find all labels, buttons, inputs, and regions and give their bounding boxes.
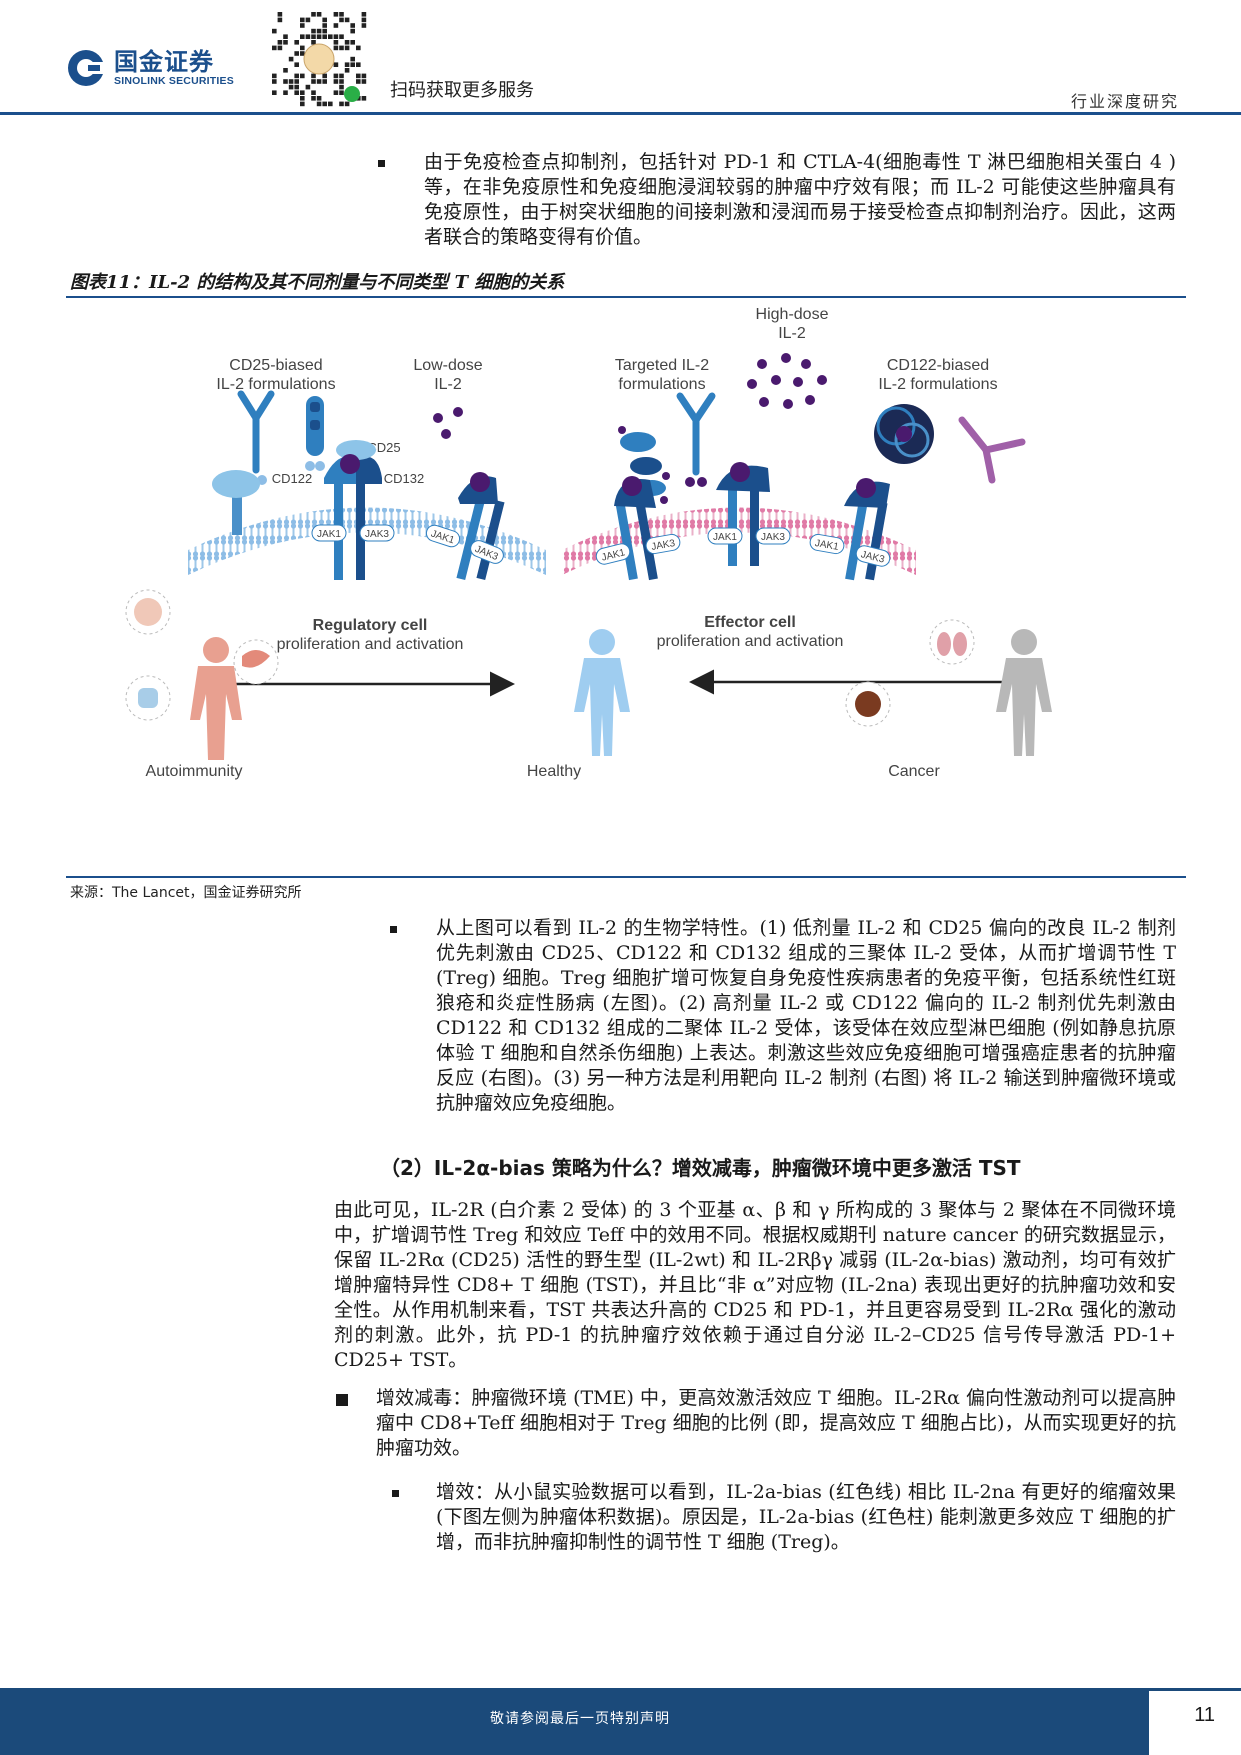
paragraph-synergy: 增效减毒：肿瘤微环境 (TME) 中，更高效激活效应 T 细胞。IL-2Rα 偏… bbox=[376, 1387, 1176, 1459]
low-dose-il2-icon bbox=[433, 407, 463, 439]
antibody-icon bbox=[237, 390, 275, 474]
bullet-icon bbox=[392, 1490, 399, 1497]
svg-text:JAK1: JAK1 bbox=[713, 532, 737, 543]
logo-name-en: SINOLINK SECURITIES bbox=[114, 75, 234, 87]
dimeric-il2-receptor-left bbox=[456, 472, 505, 581]
logo-mark-icon bbox=[66, 48, 106, 88]
svg-text:JAK1: JAK1 bbox=[317, 529, 341, 540]
logo-name-cn: 国金证券 bbox=[114, 48, 214, 76]
section-heading: （2）IL-2α-bias 策略为什么？增效减毒，肿瘤微环境中更多激活 TST bbox=[380, 1156, 1021, 1180]
header-divider bbox=[0, 112, 1241, 115]
lung-callout-icon bbox=[929, 619, 975, 665]
company-logo: 国金证券 SINOLINK SECURITIES bbox=[66, 48, 234, 88]
jak-right-3: JAK1 bbox=[707, 527, 743, 545]
label-high-dose-2: IL-2 bbox=[778, 325, 806, 342]
label-cd25-biased-2: IL-2 formulations bbox=[216, 376, 335, 393]
svg-text:JAK3: JAK3 bbox=[761, 532, 785, 543]
brain-callout-icon bbox=[125, 589, 171, 635]
paragraph-efficacy: 增效：从小鼠实验数据可以看到，IL-2a-bias (红色线) 相比 IL-2n… bbox=[436, 1481, 1176, 1553]
effector-cell-membrane bbox=[562, 507, 916, 575]
jak-right-1: JAK1 bbox=[595, 543, 631, 565]
jak-right-2: JAK3 bbox=[645, 533, 681, 555]
label-low-dose-2: IL-2 bbox=[434, 376, 462, 393]
paragraph-il2r-subunits: 由此可见，IL-2R (白介素 2 受体) 的 3 个亚基 α、β 和 γ 所构… bbox=[334, 1199, 1176, 1371]
bullet-icon bbox=[378, 160, 385, 167]
jak-left-4: JAK3 bbox=[470, 540, 504, 564]
svg-text:JAK1: JAK1 bbox=[814, 538, 840, 553]
label-cd122: CD122 bbox=[272, 471, 312, 486]
dimeric-il2-receptor-2 bbox=[716, 462, 770, 566]
label-effector-proliferation: proliferation and activation bbox=[657, 633, 844, 650]
label-effector-cell: Effector cell bbox=[704, 614, 796, 631]
figure-bottom-rule bbox=[66, 876, 1186, 878]
cd122-antibody-icon bbox=[958, 416, 1026, 484]
label-cd25-biased: CD25-biased bbox=[229, 357, 322, 374]
svg-text:JAK3: JAK3 bbox=[365, 529, 389, 540]
qr-caption: 扫码获取更多服务 bbox=[390, 80, 534, 101]
label-low-dose: Low-dose bbox=[413, 357, 482, 374]
jak-left-1: JAK1 bbox=[311, 524, 347, 542]
page-number: 11 bbox=[1194, 1704, 1215, 1726]
label-cd122-biased: CD122-biased bbox=[887, 357, 989, 374]
paragraph-checkpoint: 由于免疫检查点抑制剂，包括针对 PD-1 和 CTLA-4(细胞毒性 T 淋巴细… bbox=[424, 151, 1176, 248]
cancer-person-icon bbox=[996, 629, 1052, 756]
svg-text:JAK3: JAK3 bbox=[651, 538, 677, 553]
label-cd122-biased-2: IL-2 formulations bbox=[878, 376, 997, 393]
joint-callout-icon bbox=[125, 675, 171, 721]
tumor-callout-icon bbox=[845, 681, 891, 727]
label-targeted-2: formulations bbox=[618, 376, 705, 393]
label-high-dose: High-dose bbox=[756, 306, 829, 323]
bullet-icon bbox=[336, 1394, 348, 1406]
healthy-person-icon bbox=[574, 629, 630, 756]
targeted-il2-icon bbox=[618, 392, 716, 504]
figure-title: 图表11：IL-2 的结构及其不同剂量与不同类型 T 细胞的关系 bbox=[70, 272, 565, 293]
figure-top-rule bbox=[66, 296, 1186, 298]
jak-left-3: JAK1 bbox=[425, 524, 461, 548]
jak-left-2: JAK3 bbox=[359, 524, 395, 542]
label-targeted: Targeted IL-2 bbox=[615, 357, 709, 374]
cd122-receptor bbox=[212, 470, 260, 535]
high-dose-il2-icon bbox=[747, 353, 827, 409]
jak-right-4: JAK3 bbox=[755, 527, 791, 545]
page-header: 国金证券 SINOLINK SECURITIES 扫码获取更多服务 行业深度研究 bbox=[0, 0, 1241, 116]
page-number-box bbox=[1149, 1688, 1241, 1755]
autoimmunity-person-icon bbox=[190, 637, 242, 760]
antibody-dimer-icon bbox=[305, 396, 325, 471]
paragraph-il2-biology: 从上图可以看到 IL-2 的生物学特性。(1) 低剂量 IL-2 和 CD25 … bbox=[436, 917, 1176, 1114]
label-cd132: CD132 bbox=[384, 471, 424, 486]
figure-source: 来源：The Lancet，国金证券研究所 bbox=[70, 885, 302, 901]
footer-notice[interactable]: 敬请参阅最后一页特别声明 bbox=[490, 1711, 670, 1727]
regulatory-cell-membrane bbox=[188, 507, 546, 575]
label-regulatory-proliferation: proliferation and activation bbox=[277, 636, 464, 653]
page-footer bbox=[0, 1688, 1241, 1755]
dimeric-il2-receptor-1 bbox=[614, 476, 658, 581]
intestine-callout-icon bbox=[233, 639, 279, 685]
label-healthy: Healthy bbox=[527, 763, 581, 780]
il2-figure: CD25-biased IL-2 formulations Low-dose I… bbox=[125, 306, 1052, 780]
qr-code-icon[interactable] bbox=[268, 8, 370, 110]
cd122-biased-complex-icon bbox=[874, 404, 934, 464]
bullet-icon bbox=[390, 926, 397, 933]
label-autoimmunity: Autoimmunity bbox=[146, 763, 243, 780]
report-category: 行业深度研究 bbox=[1070, 92, 1179, 111]
jak-right-6: JAK3 bbox=[855, 545, 891, 567]
label-cancer: Cancer bbox=[888, 763, 940, 780]
label-regulatory-cell: Regulatory cell bbox=[313, 617, 428, 634]
jak-right-5: JAK1 bbox=[809, 533, 845, 555]
